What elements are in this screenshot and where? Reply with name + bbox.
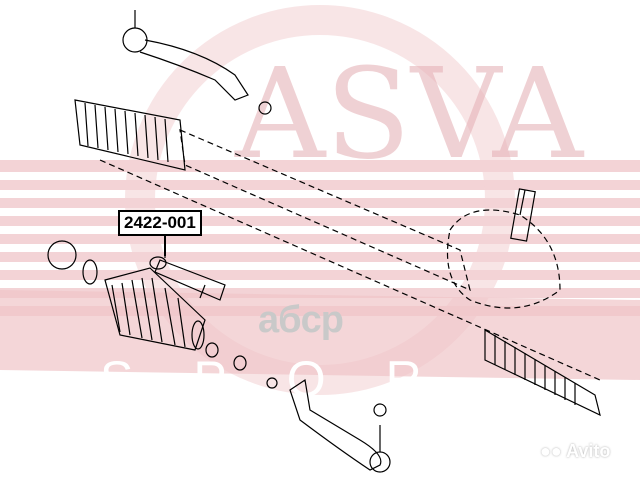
watermark-sub: SPOR [100,351,482,407]
rack-boot-bottom-left [104,267,206,351]
avito-bubbles-icon: ●● [540,441,562,461]
watermark-site-logo: aбcp [258,299,344,341]
rack-boot-bottom-right [484,328,601,417]
tie-rod-end-bottom [289,378,391,473]
inner-tie-rod-part [149,238,226,301]
avito-logo: ●● Avito [540,440,610,462]
washer [82,259,98,285]
part-number-label: 2422-001 [118,210,202,236]
rack-housing [99,129,601,381]
boot-clamp [47,240,77,270]
tie-rod-end-top [122,10,272,115]
rack-boot-top-left [74,99,186,171]
watermark-brand: ASVA [235,42,583,187]
avito-logo-text: Avito [566,441,611,461]
